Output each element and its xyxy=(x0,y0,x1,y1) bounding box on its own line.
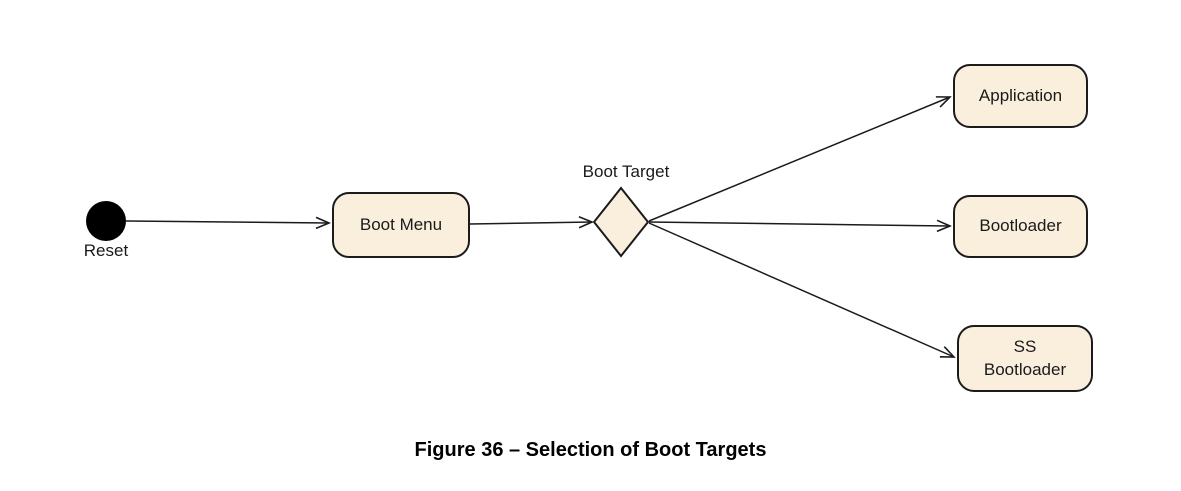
activity-node-ss-bootloader: SS Bootloader xyxy=(957,325,1093,392)
edge-boot-menu-to-decision xyxy=(469,222,592,224)
activity-node-boot-menu: Boot Menu xyxy=(332,192,470,258)
edge-decision-to-application xyxy=(648,97,950,222)
decision-diamond xyxy=(592,186,650,258)
initial-node xyxy=(86,201,126,241)
activity-node-bootloader: Bootloader xyxy=(953,195,1088,258)
activity-node-label: Application xyxy=(978,85,1063,105)
edge-decision-to-ss-bootloader xyxy=(648,222,954,357)
activity-node-application: Application xyxy=(953,64,1088,128)
activity-node-label: Boot Menu xyxy=(359,214,443,234)
activity-node-label: Bootloader xyxy=(979,216,1062,236)
figure-caption: Figure 36 – Selection of Boot Targets xyxy=(414,439,767,461)
edge-decision-to-bootloader xyxy=(648,222,950,226)
edge-reset-to-boot-menu xyxy=(125,221,329,223)
decision-node-label: Boot Target xyxy=(582,162,670,181)
initial-node-label: Reset xyxy=(83,241,129,260)
activity-node-label: SS Bootloader xyxy=(983,336,1067,379)
